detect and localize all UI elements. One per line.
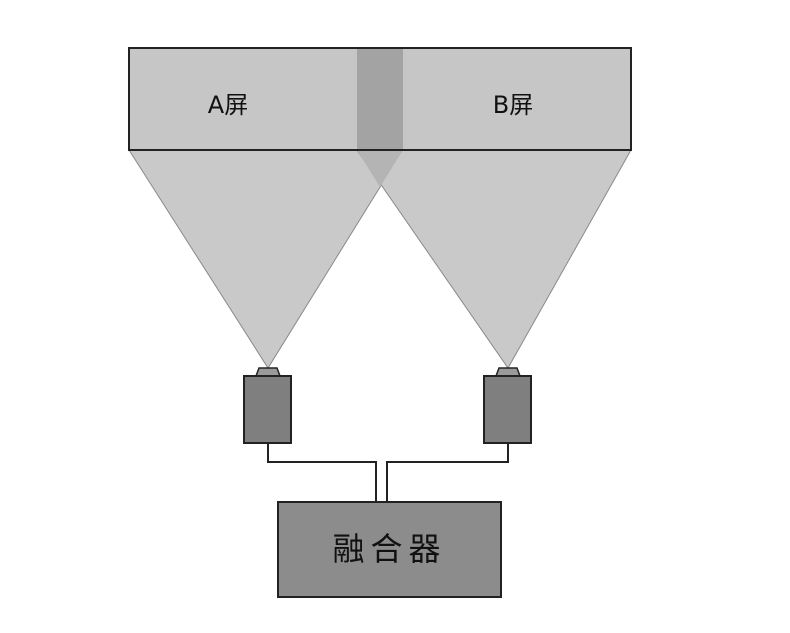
- screen-b-label: B屏: [493, 91, 533, 119]
- light-cone-left: [128, 149, 404, 369]
- projector-icon: [243, 367, 292, 444]
- projector-body-left: [243, 375, 292, 444]
- screen-outline: [128, 47, 632, 151]
- cable-right: [386, 443, 509, 502]
- screen-a-label: A屏: [208, 91, 248, 119]
- screen-b: [403, 48, 631, 150]
- screen-a: [129, 48, 357, 150]
- light-cone-right: [356, 149, 632, 369]
- blender-box: [277, 501, 502, 598]
- blender-label: 融合器: [332, 530, 446, 568]
- projector-body-right: [483, 375, 532, 444]
- blend-overlap-zone: [357, 48, 403, 150]
- projector-icon: [483, 367, 532, 444]
- projector-lens-right: [494, 367, 522, 377]
- light-cone-overlap: [357, 150, 403, 187]
- projector-lens-left: [254, 367, 282, 377]
- cable-left: [267, 443, 377, 502]
- screen-group: A屏 B屏: [128, 47, 632, 151]
